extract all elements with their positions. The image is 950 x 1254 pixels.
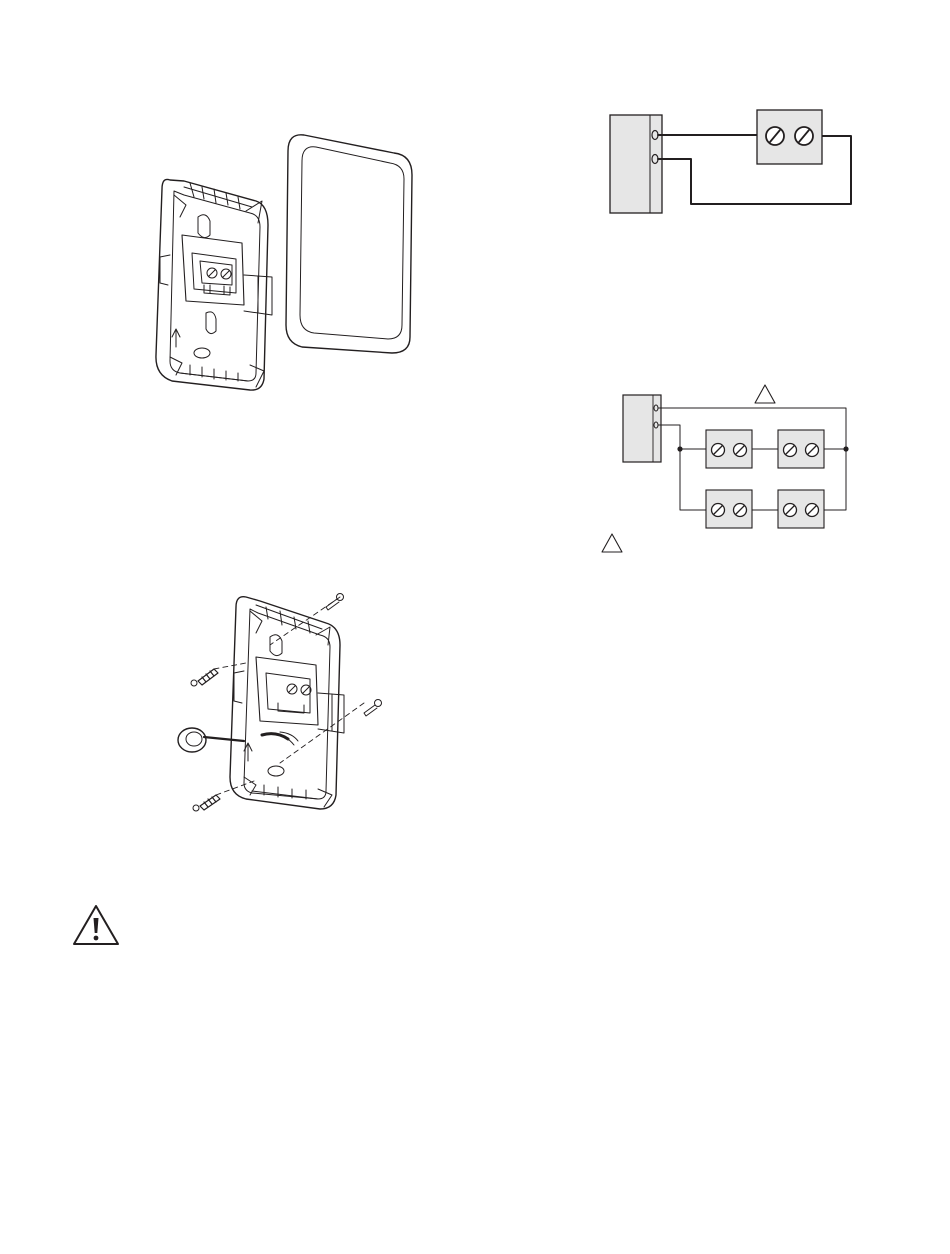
warning-triangle-icon — [72, 904, 120, 946]
cable — [178, 728, 298, 752]
sensor-block-2 — [778, 430, 824, 468]
four-sensor-wiring-figure — [595, 375, 860, 560]
sensor-terminal-block — [757, 110, 822, 164]
cover — [286, 135, 412, 353]
controller — [623, 395, 661, 462]
triangle-note-marker — [755, 385, 775, 403]
sensor-block-3 — [706, 490, 752, 528]
subbase — [156, 179, 272, 390]
sensor-block-1 — [706, 430, 752, 468]
controller — [610, 115, 662, 213]
subbase-cover-figure — [140, 125, 430, 395]
triangle-note-marker — [602, 534, 622, 552]
single-sensor-wiring-figure — [605, 105, 860, 220]
sensor-block-4 — [778, 490, 824, 528]
wall-mounting-figure — [170, 585, 395, 825]
screw-right — [364, 700, 382, 717]
screw-bottom-left — [193, 795, 220, 811]
subbase-mounted — [230, 597, 344, 809]
screw-top-right — [326, 594, 344, 611]
screw-left — [191, 669, 218, 686]
